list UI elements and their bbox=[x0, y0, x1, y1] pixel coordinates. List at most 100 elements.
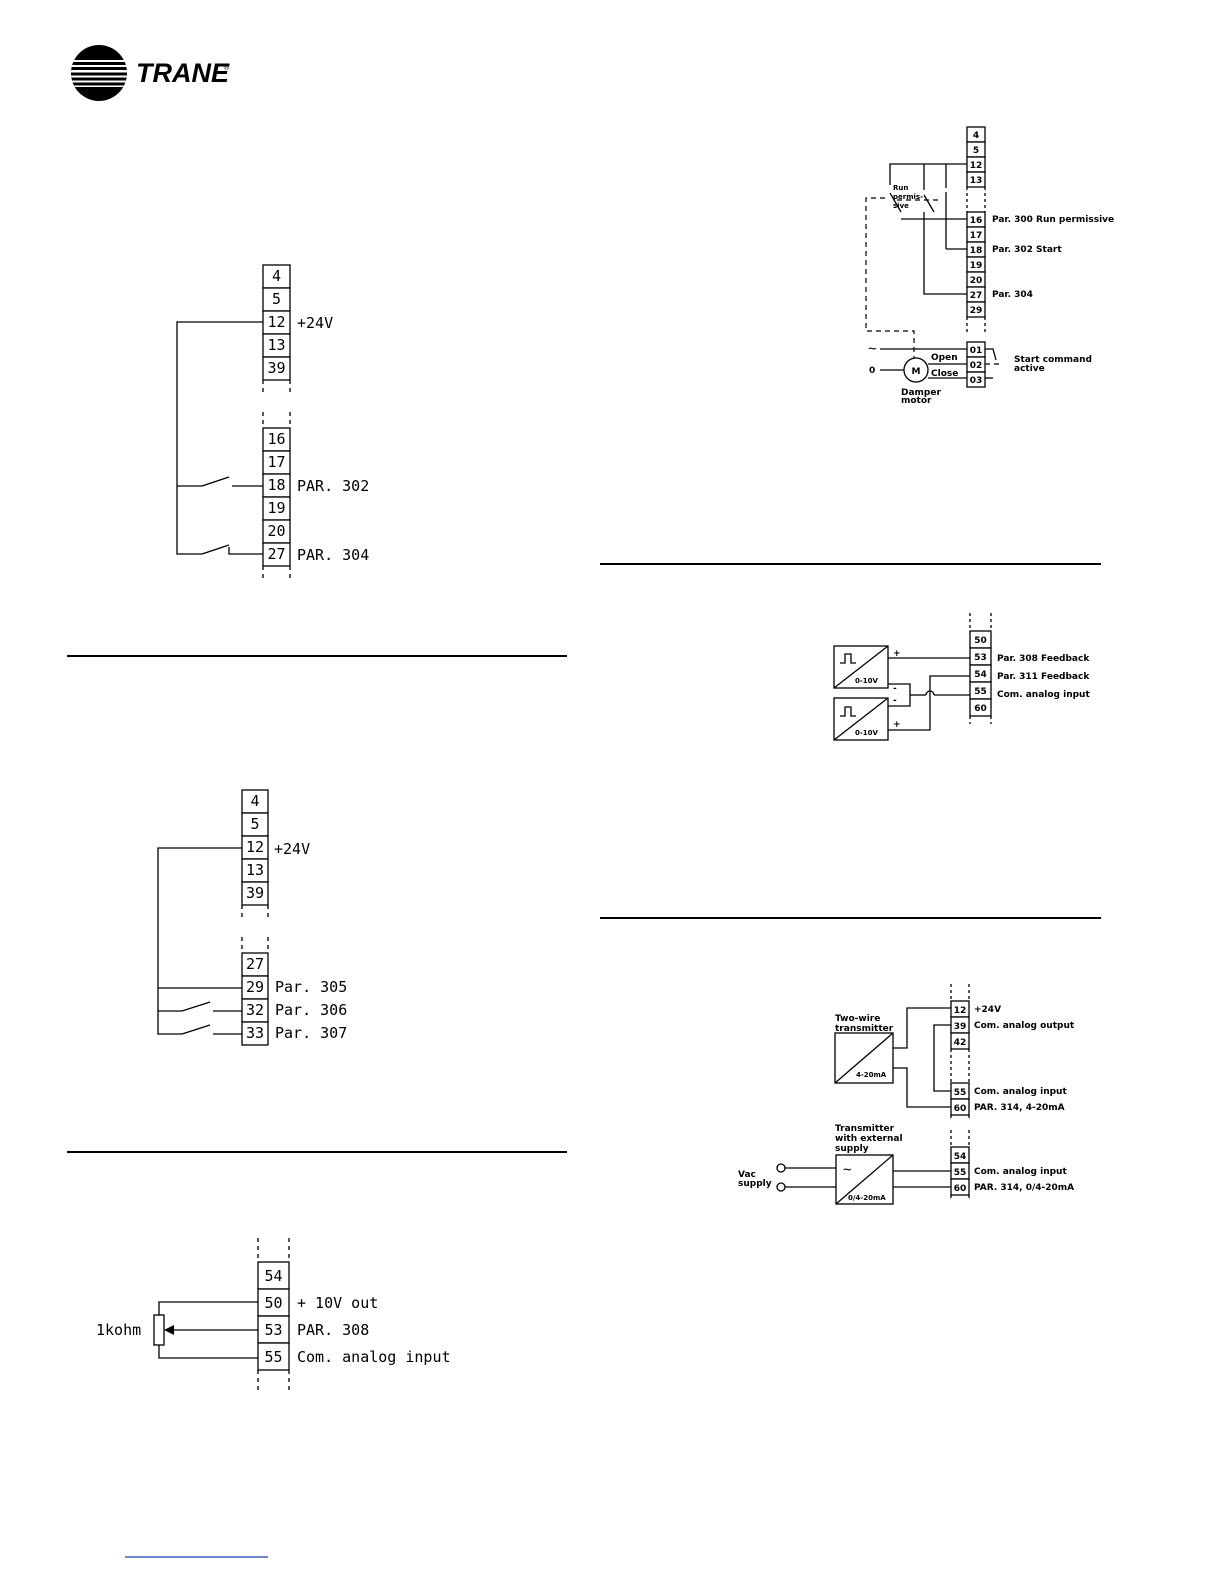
wiring bbox=[176, 321, 263, 555]
pulse-icon bbox=[840, 653, 856, 664]
logo-registered-mark: ® bbox=[224, 64, 230, 72]
label-sive: sive bbox=[893, 202, 909, 210]
sign-minus-2: - bbox=[893, 696, 897, 706]
terminal-20: 20 bbox=[970, 276, 983, 286]
label-com-analog-output: Com. analog output bbox=[974, 1021, 1075, 1031]
label-open: Open bbox=[931, 353, 958, 363]
range-1: 0-10V bbox=[855, 677, 879, 685]
label-par-306: Par. 306 bbox=[275, 1001, 347, 1019]
terminal-4: 4 bbox=[272, 267, 281, 285]
label-par-305: Par. 305 bbox=[275, 978, 347, 996]
terminal-50: 50 bbox=[264, 1294, 282, 1312]
wiring bbox=[157, 847, 242, 1035]
terminal-54: 54 bbox=[974, 670, 987, 680]
terminal-16: 16 bbox=[970, 216, 983, 226]
terminal-53: 53 bbox=[264, 1321, 282, 1339]
terminal-39: 39 bbox=[246, 884, 264, 902]
sign-plus-2: + bbox=[893, 720, 901, 730]
motor-icon bbox=[903, 357, 929, 383]
terminal-4: 4 bbox=[973, 131, 979, 141]
label-motor: motor bbox=[901, 396, 932, 406]
label-run: Run bbox=[893, 184, 908, 192]
terminal-39: 39 bbox=[267, 359, 285, 377]
terminal-13: 13 bbox=[246, 861, 264, 879]
terminal-29: 29 bbox=[970, 306, 983, 316]
label-ac-supply: ~ bbox=[868, 341, 876, 357]
label-close: Close bbox=[931, 369, 958, 379]
terminal-27: 27 bbox=[970, 291, 983, 301]
diagram-damper-control: 4 5 12 13 16 17 18 19 20 27 29 01 02 03 bbox=[865, 126, 1114, 406]
ext-range: 0/4-20mA bbox=[848, 1194, 886, 1202]
terminal-18: 18 bbox=[970, 246, 983, 256]
terminal-5: 5 bbox=[973, 146, 979, 156]
terminal-60: 60 bbox=[954, 1184, 967, 1194]
diagram-voltage-feedback: 50 53 54 55 60 0-10V 0-10V + - - + Pa bbox=[833, 613, 1090, 741]
label-com-analog-input: Com. analog input bbox=[997, 690, 1090, 700]
terminal-27: 27 bbox=[246, 955, 264, 973]
label-par-314-4-20: PAR. 314, 4-20mA bbox=[974, 1103, 1065, 1113]
label-with-external: with external bbox=[835, 1134, 903, 1144]
terminal-19: 19 bbox=[970, 261, 983, 271]
label-vac: Vac bbox=[738, 1170, 756, 1180]
label-par-311-feedback: Par. 311 Feedback bbox=[997, 672, 1090, 682]
label-par-308: PAR. 308 bbox=[297, 1321, 369, 1339]
terminal-42: 42 bbox=[954, 1038, 967, 1048]
label-1kohm: 1kohm bbox=[96, 1321, 141, 1339]
label-24v: +24V bbox=[297, 314, 333, 332]
wiring-bottom bbox=[776, 1163, 951, 1192]
terminal-16: 16 bbox=[267, 430, 285, 448]
label-active: active bbox=[1014, 364, 1045, 374]
wiring bbox=[153, 1301, 258, 1359]
relay-strip: 01 02 03 bbox=[966, 341, 986, 388]
label-two-wire: Two-wire bbox=[835, 1014, 880, 1024]
label-transmitter: transmitter bbox=[835, 1024, 894, 1034]
terminal-5: 5 bbox=[272, 290, 281, 308]
relay-02: 02 bbox=[970, 361, 983, 371]
terminal-17: 17 bbox=[970, 231, 983, 241]
label-transmitter: Transmitter bbox=[835, 1124, 895, 1134]
terminal-33: 33 bbox=[246, 1024, 264, 1042]
terminal-12: 12 bbox=[954, 1006, 967, 1016]
terminal-54: 54 bbox=[264, 1267, 282, 1285]
terminal-60: 60 bbox=[954, 1104, 967, 1114]
terminal-strip-top: 4 5 12 13 39 bbox=[262, 264, 291, 396]
terminal-4: 4 bbox=[250, 792, 259, 810]
trane-logo: TRANE ® bbox=[71, 45, 230, 101]
transmitter-2: 0-10V bbox=[833, 697, 889, 741]
label-24v: +24V bbox=[274, 840, 310, 858]
label-start-command: Start command bbox=[1014, 355, 1092, 365]
tx-range: 4-20mA bbox=[856, 1071, 887, 1079]
label-10v-out: + 10V out bbox=[297, 1294, 378, 1312]
terminal-29: 29 bbox=[246, 978, 264, 996]
wiring bbox=[865, 163, 1003, 383]
terminal-5: 5 bbox=[250, 815, 259, 833]
terminal-32: 32 bbox=[246, 1001, 264, 1019]
wiring-top bbox=[893, 1007, 951, 1108]
label-com-analog-input: Com. analog input bbox=[974, 1087, 1067, 1097]
potentiometer-icon bbox=[153, 1314, 165, 1346]
tilde-icon: ~ bbox=[843, 1162, 851, 1178]
label-supply: supply bbox=[835, 1144, 869, 1154]
diagram-digital-inputs-start: 4 5 12 13 39 +24V 16 17 18 19 20 27 bbox=[176, 264, 369, 582]
diagram-current-transmitters: 12 39 42 55 60 4-20mA Two-wire transmitt… bbox=[738, 984, 1075, 1205]
motor-label: M bbox=[912, 367, 921, 377]
terminal-60: 60 bbox=[974, 704, 987, 714]
relay-01: 01 bbox=[970, 346, 983, 356]
terminal-55: 55 bbox=[974, 687, 987, 697]
transmitter-1: 0-10V bbox=[833, 645, 889, 689]
terminal-18: 18 bbox=[267, 476, 285, 494]
logo-wordmark: TRANE bbox=[136, 58, 230, 88]
terminal-55: 55 bbox=[954, 1088, 967, 1098]
diagram-potentiometer-reference: 54 50 53 55 + 10V out PAR. 308 Com. anal… bbox=[96, 1238, 451, 1394]
label-com-analog-input: Com. analog input bbox=[974, 1167, 1067, 1177]
terminal-27: 27 bbox=[267, 545, 285, 563]
label-24v: +24V bbox=[974, 1005, 1001, 1015]
label-par-304: Par. 304 bbox=[992, 290, 1033, 300]
label-par-302: Par. 302 Start bbox=[992, 245, 1062, 255]
terminal-17: 17 bbox=[267, 453, 285, 471]
terminal-strip-bottom: 16 17 18 19 20 27 bbox=[262, 412, 291, 582]
diagram-digital-inputs-preset: 4 5 12 13 39 +24V 27 29 32 33 Par. 305 P… bbox=[157, 789, 347, 1046]
label-damper: Damper bbox=[901, 388, 941, 398]
pulse-icon bbox=[840, 706, 856, 717]
